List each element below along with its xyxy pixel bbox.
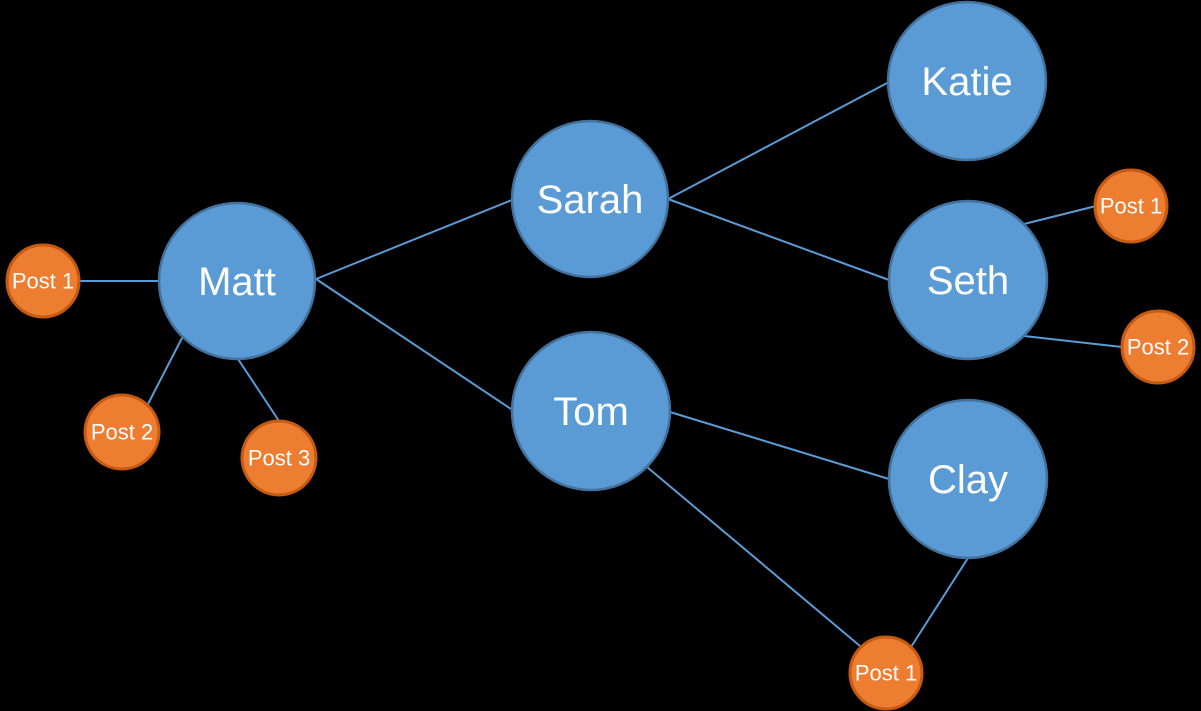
person-circle-katie[interactable] — [886, 0, 1048, 162]
post-circle-post1-left[interactable] — [5, 243, 81, 319]
person-node-clay[interactable]: Clay — [887, 398, 1049, 560]
post-circle-post1-upper-right[interactable] — [1093, 168, 1169, 244]
post-node-post1-bottom[interactable]: Post 1 — [848, 635, 924, 711]
edge-seth-to-post1-upper-right — [1023, 205, 1097, 225]
edge-matt-to-post3-left — [237, 358, 280, 422]
post-circle-post1-bottom[interactable] — [848, 635, 924, 711]
person-node-sarah[interactable]: Sarah — [510, 119, 670, 279]
person-node-tom[interactable]: Tom — [510, 330, 672, 492]
person-circle-sarah[interactable] — [510, 119, 670, 279]
edge-seth-to-post2-right — [1023, 335, 1123, 348]
person-circle-matt[interactable] — [157, 201, 317, 361]
post-circle-post2-left[interactable] — [83, 393, 161, 471]
edge-clay-to-post1-bottom — [910, 557, 969, 648]
post-node-post2-left[interactable]: Post 2 — [83, 393, 161, 471]
edge-tom-to-clay — [669, 411, 890, 480]
edge-matt-to-sarah — [315, 199, 513, 280]
edge-matt-to-tom — [315, 278, 512, 410]
post-node-post3-left[interactable]: Post 3 — [240, 419, 318, 497]
post-circle-post2-right[interactable] — [1120, 309, 1196, 385]
person-node-katie[interactable]: Katie — [886, 0, 1048, 162]
person-node-seth[interactable]: Seth — [887, 199, 1049, 361]
post-node-post1-upper-right[interactable]: Post 1 — [1093, 168, 1169, 244]
edge-sarah-to-seth — [667, 198, 890, 281]
edges-layer — [79, 81, 1123, 648]
person-node-matt[interactable]: Matt — [157, 201, 317, 361]
person-circle-seth[interactable] — [887, 199, 1049, 361]
post-node-post1-left[interactable]: Post 1 — [5, 243, 81, 319]
post-circle-post3-left[interactable] — [240, 419, 318, 497]
person-circle-tom[interactable] — [510, 330, 672, 492]
edge-tom-to-post1-bottom — [646, 466, 861, 647]
edge-sarah-to-katie — [667, 81, 890, 200]
post-node-post2-right[interactable]: Post 2 — [1120, 309, 1196, 385]
edge-matt-to-post2-left — [147, 337, 183, 405]
person-circle-clay[interactable] — [887, 398, 1049, 560]
